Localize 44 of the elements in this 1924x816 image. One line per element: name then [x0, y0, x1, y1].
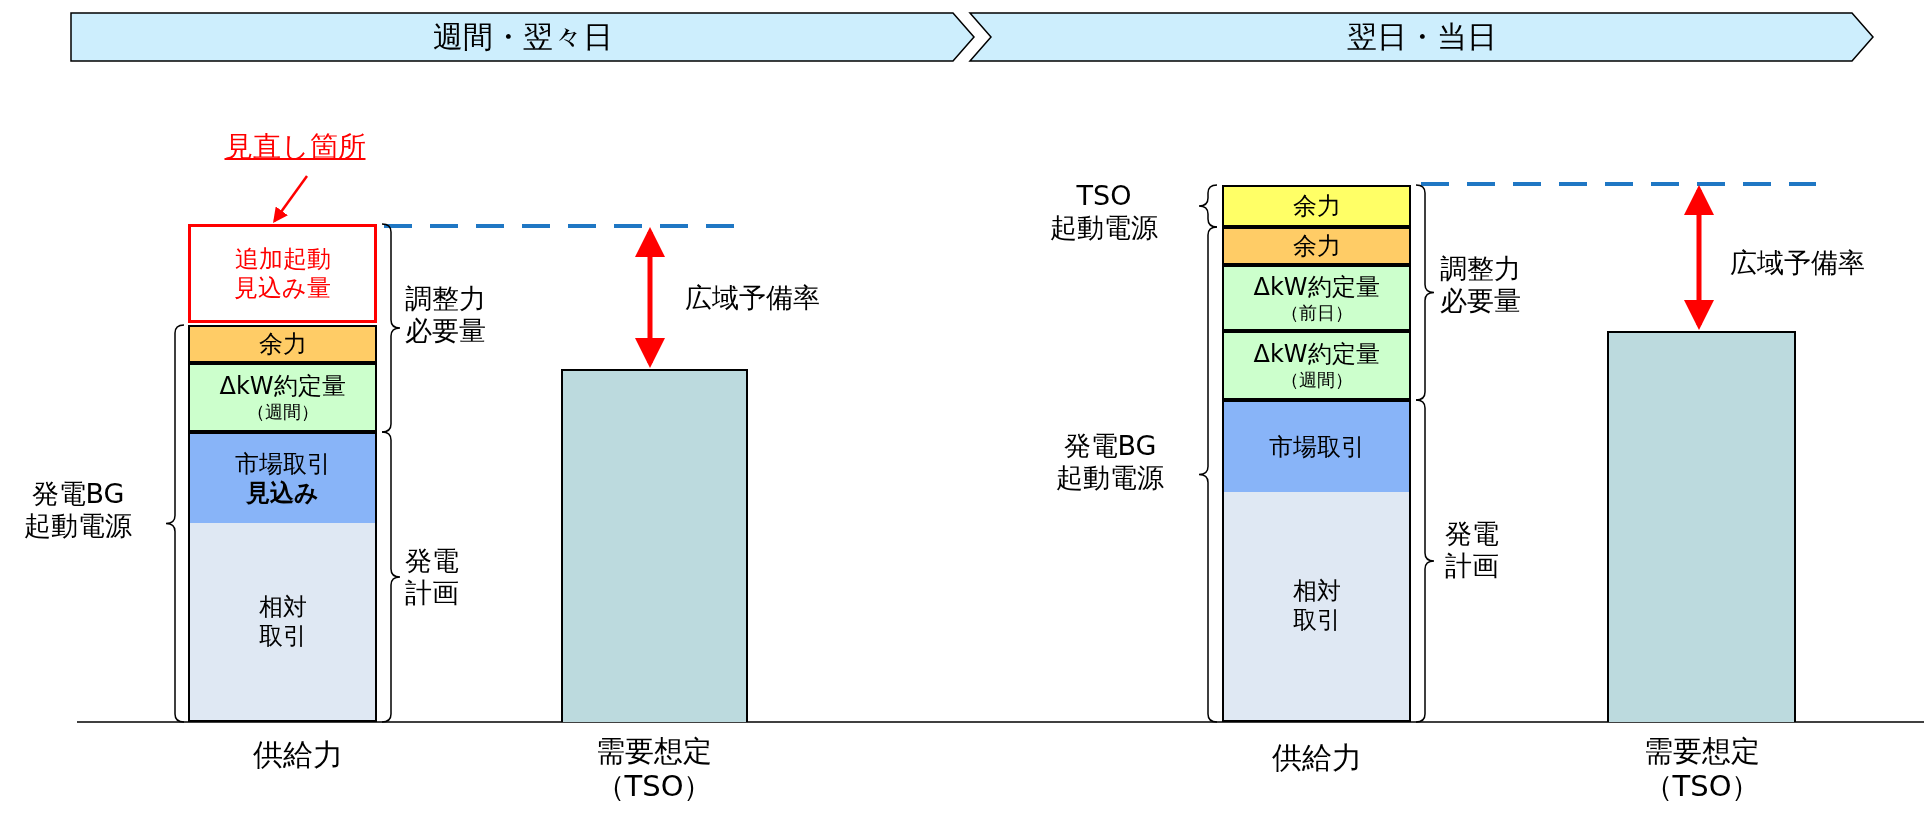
callout-text: 見直し箇所	[210, 130, 380, 170]
period-label: 週間・翌々日	[432, 19, 613, 55]
segment-label: 余力	[1292, 231, 1341, 261]
demand-bar	[1607, 331, 1796, 722]
segment-label: ΔkW約定量	[219, 372, 346, 402]
brace-label: 調整力必要量	[1440, 253, 1522, 318]
segment-sublabel: （週間）	[246, 401, 319, 423]
segment-label: ΔkW約定量	[1253, 340, 1380, 370]
brace-label: 発電計画	[405, 545, 460, 610]
brace-label: TSO 起動電源	[1049, 180, 1159, 245]
stack-segment	[1222, 227, 1411, 265]
segment-label: 市場取引	[1268, 432, 1365, 462]
axis-caption: 供給力	[1271, 740, 1363, 776]
stack-segment	[188, 432, 377, 525]
margin-label: 広域予備率	[685, 282, 821, 315]
segment-label: 余力	[1292, 191, 1341, 221]
bar-caption: 需要想定（TSO）	[594, 734, 714, 804]
segment-sublabel: （週間）	[1280, 369, 1353, 391]
stack-segment	[1222, 265, 1411, 331]
bar-caption: 需要想定（TSO）	[1642, 734, 1762, 804]
segment-label: ΔkW約定量	[1253, 272, 1380, 302]
segment-label: 追加起動見込み量	[233, 244, 332, 303]
stack-segment	[188, 363, 377, 432]
arrow	[273, 175, 308, 224]
stack-segment	[188, 523, 377, 722]
period-label: 翌日・当日	[1346, 19, 1497, 55]
segment-label: 相対取引	[257, 592, 308, 651]
stack-segment	[1222, 492, 1411, 722]
stack-segment	[188, 224, 377, 323]
axis-caption: 供給力	[252, 737, 344, 773]
margin-label: 広域予備率	[1730, 247, 1866, 280]
demand-bar	[561, 369, 748, 722]
stack-segment	[1222, 400, 1411, 494]
brace-label: 調整力必要量	[405, 283, 487, 348]
segment-label: 相対取引	[1291, 577, 1342, 635]
brace-label: 発電計画	[1445, 518, 1500, 583]
segment-sublabel: （前日）	[1280, 301, 1353, 324]
stack-segment	[1222, 331, 1411, 400]
brace-label: 発電BG 起動電源	[23, 478, 133, 543]
brace-label: 発電BG 起動電源	[1055, 430, 1165, 495]
segment-label: 余力	[258, 329, 307, 359]
stack-segment	[188, 325, 377, 363]
stack-segment	[1222, 185, 1411, 227]
segment-label: 市場取引見込み	[233, 449, 332, 508]
